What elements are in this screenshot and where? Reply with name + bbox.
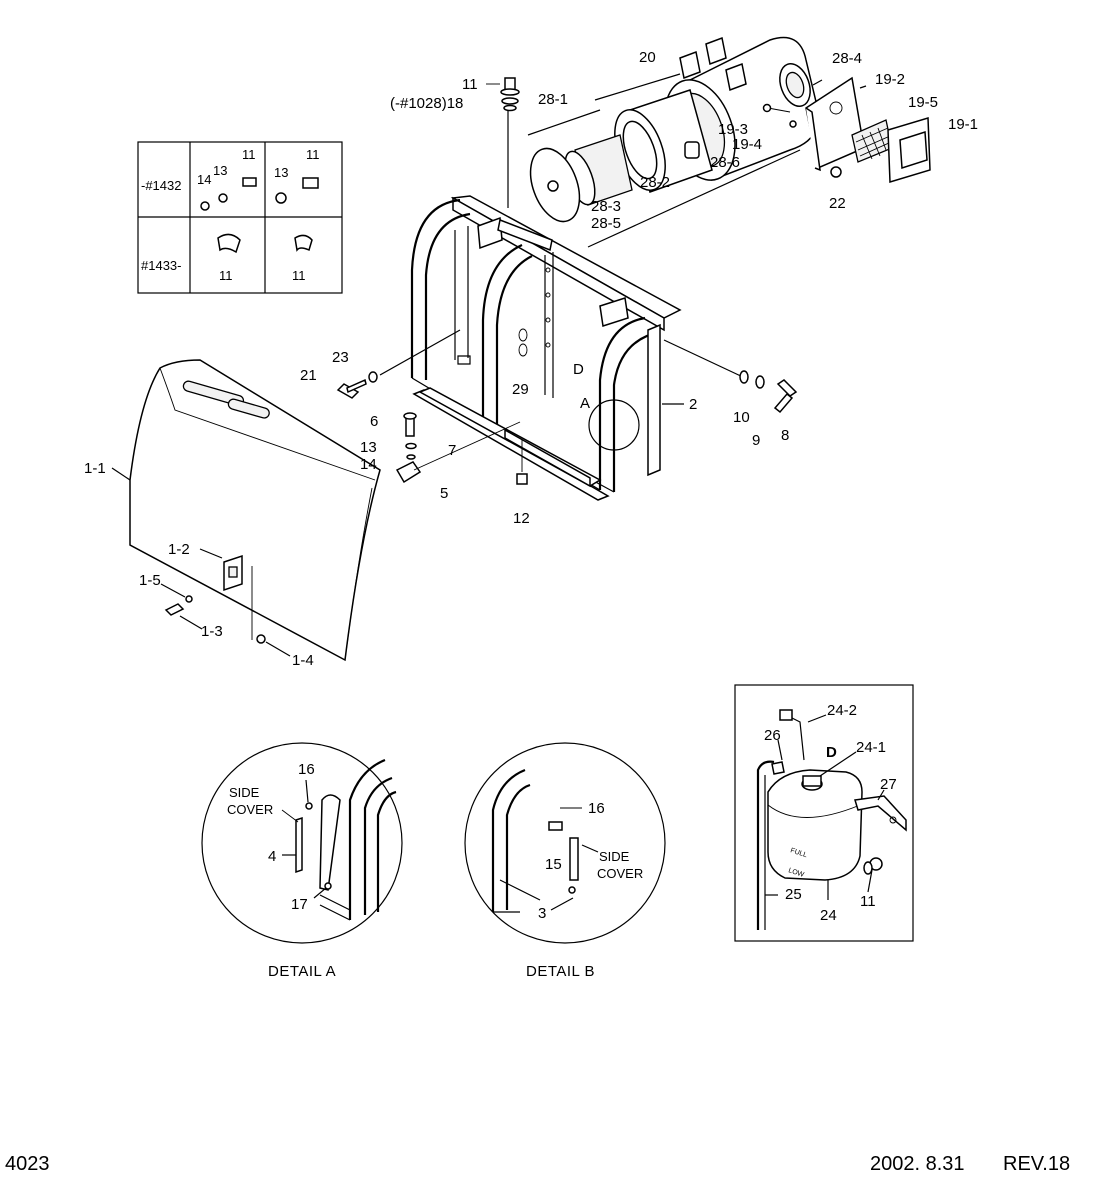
label-28-6: 28-6 [710,154,740,171]
label-1-3: 1-3 [201,623,223,640]
detail-a-caption: DETAIL A [268,963,336,980]
detail-b-side-2: COVER [597,866,643,881]
detail-d-25: 25 [785,886,802,903]
air-cleaner-assembly [507,36,931,248]
callout-labels: 11 (-#1028)18 28-1 20 28-4 19-2 19-5 19-… [84,49,978,669]
detail-d-24-1: 24-1 [856,739,886,756]
serial-c-11c: 11 [219,268,233,283]
detail-d-box [734,684,914,942]
serial-c-11b: 11 [306,147,320,162]
label-d-frame: D [573,361,584,378]
page-number: 4023 [5,1153,50,1175]
label-28-3: 28-3 [591,198,621,215]
serial-table [137,141,343,294]
detail-b-16: 16 [588,800,605,817]
detail-d-d: D [826,744,837,761]
revision-number: REV.18 [1003,1153,1070,1175]
label-28-1: 28-1 [538,91,568,108]
label-29: 29 [512,381,529,398]
detail-d-24-2: 24-2 [827,702,857,719]
label-28-4: 28-4 [832,50,862,67]
label-9: 9 [752,432,760,449]
detail-a-marker [588,399,640,451]
label-21: 21 [300,367,317,384]
serial-row1-label: -#1432 [141,178,181,193]
label-19-4: 19-4 [732,136,762,153]
serial-table-labels: -#1432 #1433- 14 13 11 13 11 11 11 [141,147,320,283]
label-14: 14 [360,456,377,473]
frame-hardware [336,370,798,485]
label-22: 22 [829,195,846,212]
label-5: 5 [440,485,448,502]
detail-a-labels: SIDE COVER 16 4 17 DETAIL A [227,761,336,980]
detail-a-view [201,742,403,944]
detail-a-4: 4 [268,848,276,865]
label-20: 20 [639,49,656,66]
detail-a-16: 16 [298,761,315,778]
label-1-4: 1-4 [292,652,314,669]
serial-row2-label: #1433- [141,258,181,273]
detail-b-side-1: SIDE [599,849,630,864]
detail-a-side-2: COVER [227,802,273,817]
label-11-top: 11 [462,76,478,93]
detail-d-24: 24 [820,907,837,924]
serial-c-13b: 13 [274,165,288,180]
serial-c-11a: 11 [242,147,256,162]
label-1-5: 1-5 [139,572,161,589]
detail-b-15: 15 [545,856,562,873]
tank-low-mark: LOW [787,867,805,879]
label-12: 12 [513,510,530,527]
label-19-1: 19-1 [948,116,978,133]
label-1-1: 1-1 [84,460,106,477]
serial-c-14: 14 [197,172,211,187]
page-footer: 4023 2002. 8.31 REV.18 [5,1153,1070,1175]
label-19-2: 19-2 [875,71,905,88]
tank-full-mark: FULL [789,847,808,859]
detail-a-side-1: SIDE [229,785,260,800]
label-2: 2 [689,396,697,413]
detail-b-labels: 16 15 SIDE COVER 3 DETAIL B [526,800,643,980]
frame-assembly [379,195,746,501]
label-6: 6 [370,413,378,430]
detail-b-3: 3 [538,905,546,922]
detail-b-caption: DETAIL B [526,963,595,980]
serial-c-13a: 13 [213,163,227,178]
label-28-2: 28-2 [640,174,670,191]
detail-d-26: 26 [764,727,781,744]
revision-date: 2002. 8.31 [870,1153,965,1175]
label-10: 10 [733,409,750,426]
label-18-top: (-#1028)18 [390,95,463,112]
label-8: 8 [781,427,789,444]
label-28-5: 28-5 [591,215,621,232]
label-19-3: 19-3 [718,121,748,138]
label-1-2: 1-2 [168,541,190,558]
detail-d-11: 11 [860,893,876,910]
label-23: 23 [332,349,349,366]
detail-b-view [464,742,666,944]
label-19-5: 19-5 [908,94,938,111]
side-cover-1-1 [111,359,381,662]
bolt-washer-11-18 [486,77,520,112]
label-13: 13 [360,439,377,456]
detail-d-27: 27 [880,776,897,793]
label-a-frame: A [580,395,590,412]
detail-a-17: 17 [291,896,308,913]
serial-c-11d: 11 [292,268,306,283]
detail-d-labels: 24-2 26 D 24-1 27 25 24 11 FULL LOW [764,702,897,924]
label-7: 7 [448,442,456,459]
